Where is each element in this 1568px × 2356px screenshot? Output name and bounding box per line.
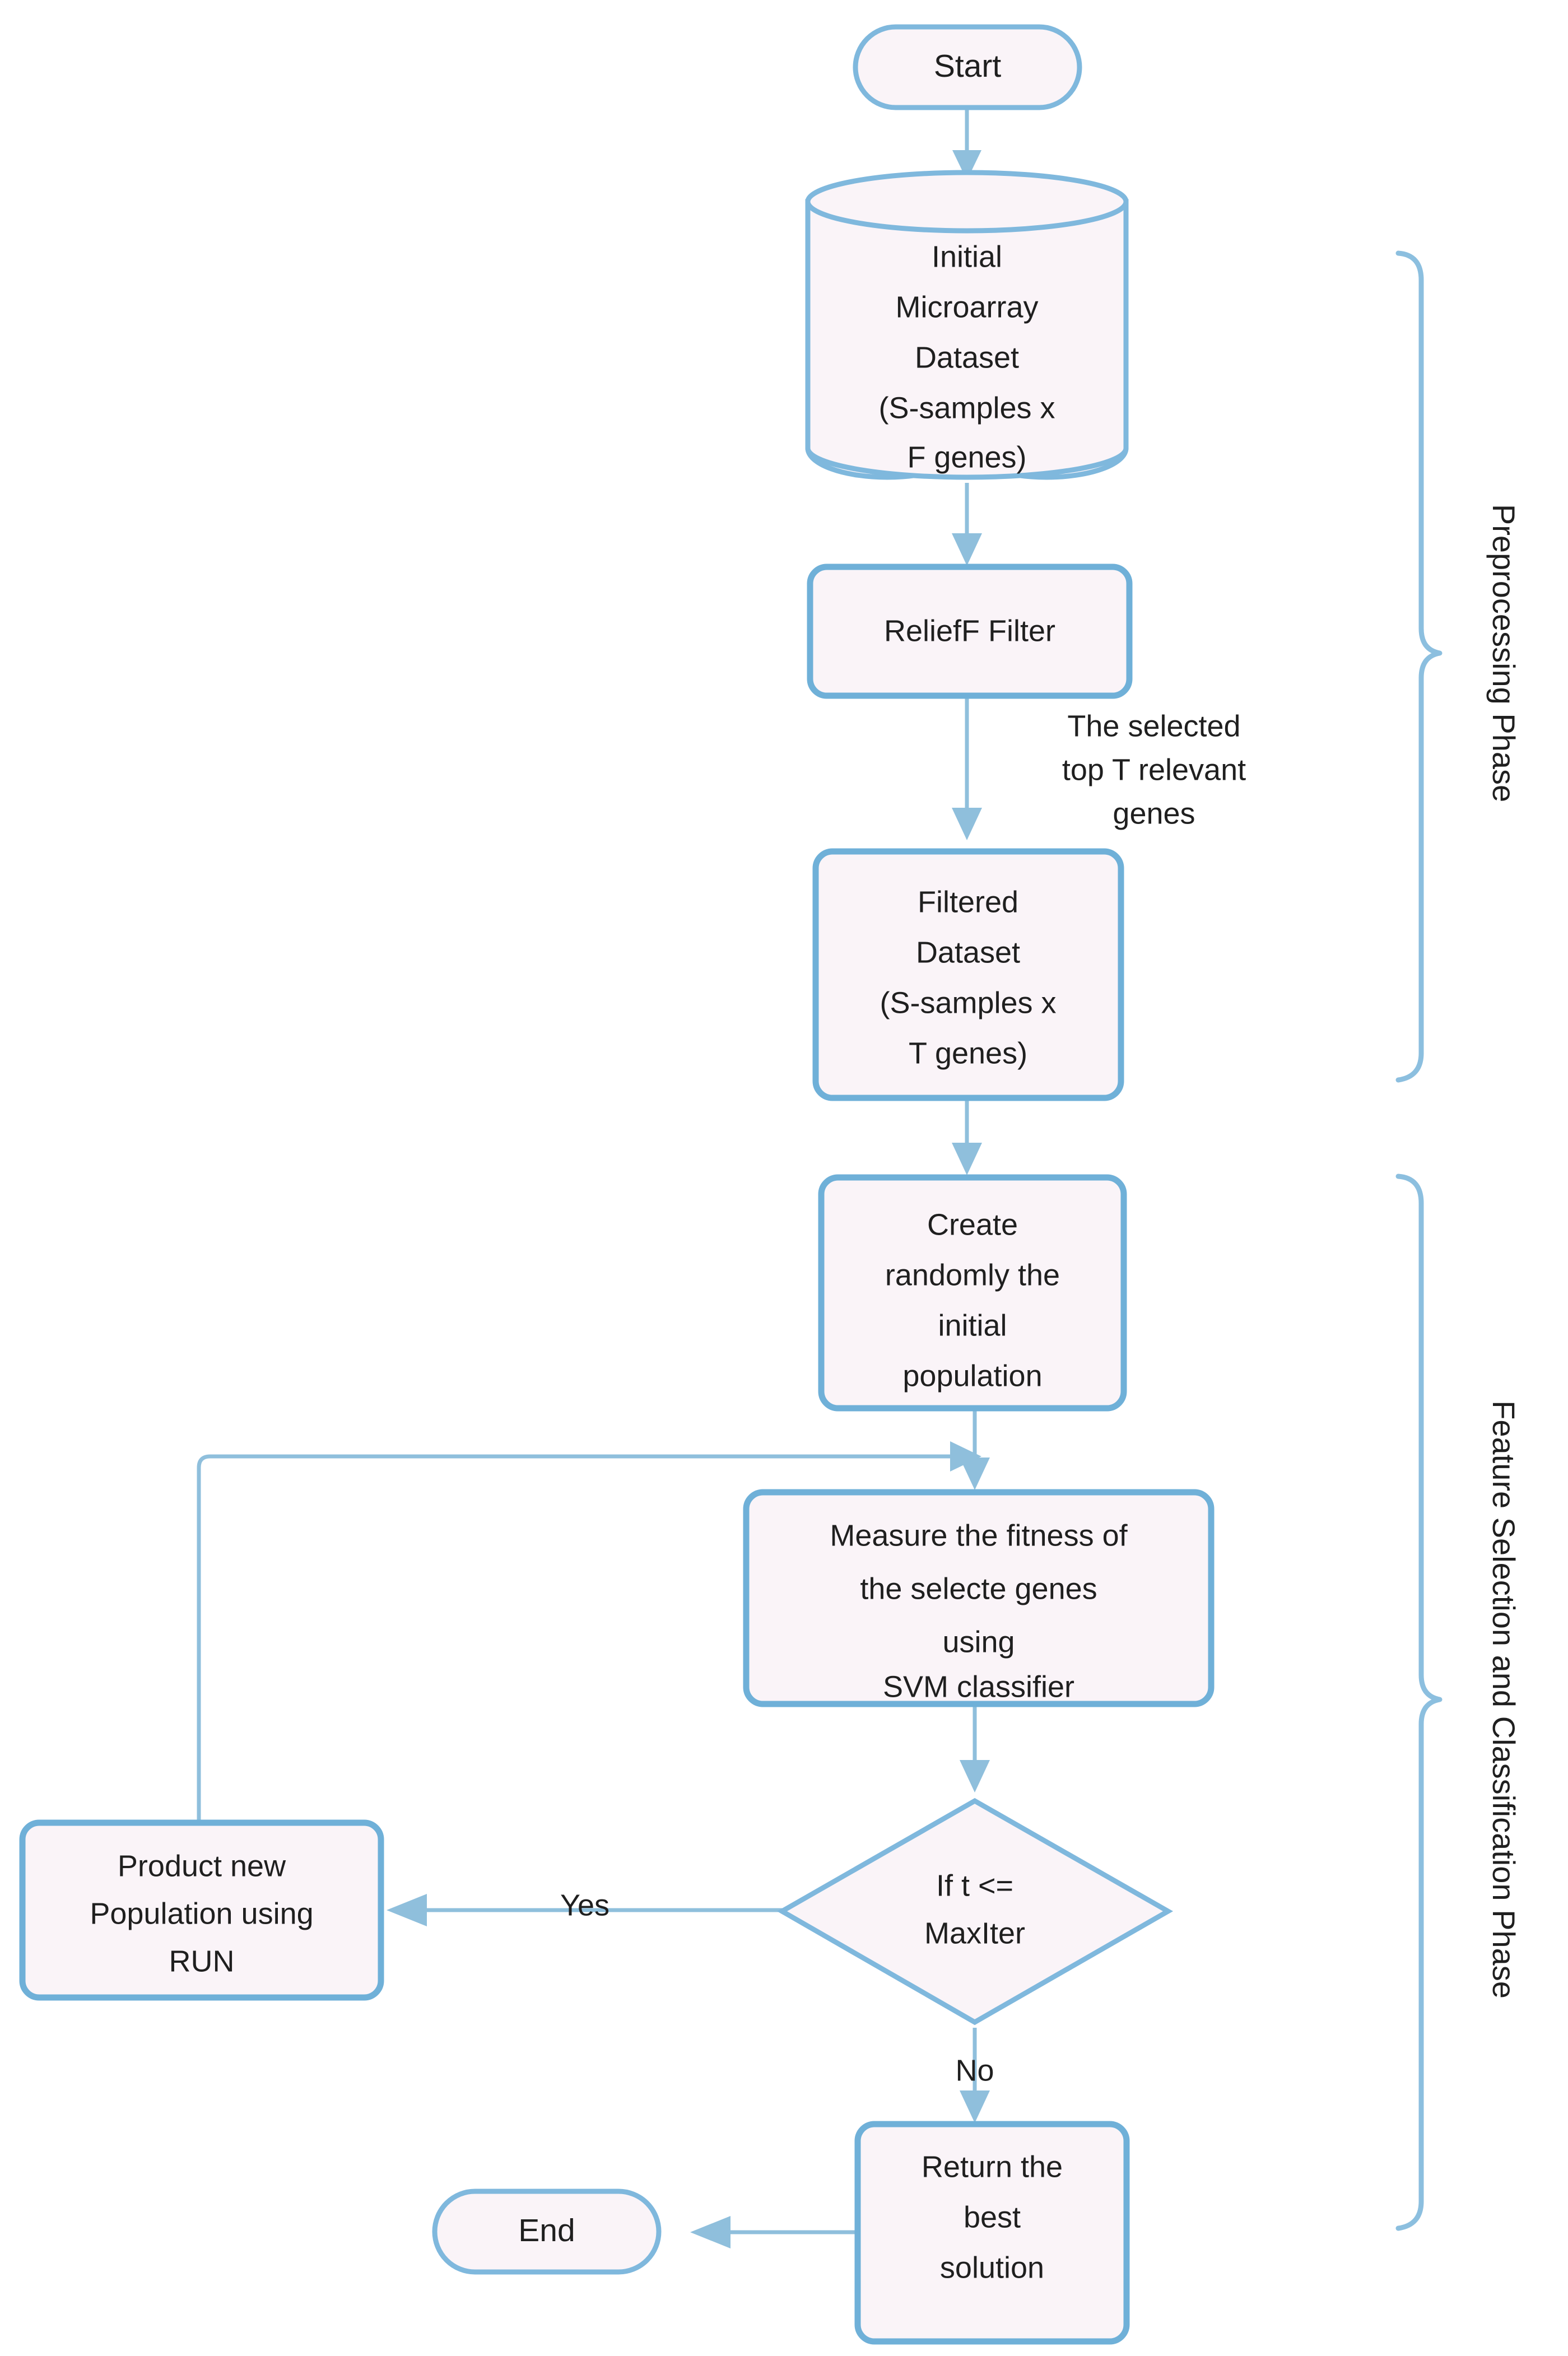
product-population-line-1: Product new [118, 1849, 286, 1883]
filtered-dataset-line-4: T genes) [909, 1036, 1027, 1070]
edge-return-to-end [690, 2216, 857, 2248]
node-filtered-dataset[interactable]: Filtered Dataset (S-samples x T genes) [812, 848, 1124, 1101]
product-population-line-2: Population using [90, 1897, 313, 1930]
edge-product-feedback-loop [197, 1441, 981, 1868]
node-initial-dataset[interactable]: Initial Microarray Dataset (S-samples x … [805, 170, 1129, 480]
initial-dataset-line-5: F genes) [907, 440, 1026, 474]
node-return-best[interactable]: Return the best solution [854, 2121, 1130, 2345]
create-population-line-1: Create [927, 1208, 1018, 1241]
node-decision-maxiter[interactable]: If t <= MaxIter [776, 1798, 1174, 2026]
measure-fitness-line-3: using [942, 1625, 1015, 1659]
edge-start-to-dataset [952, 108, 981, 180]
edge-filtered-to-create [952, 1097, 982, 1175]
node-create-population[interactable]: Create randomly the initial population [818, 1174, 1127, 1412]
edge-create-to-measure [960, 1406, 990, 1490]
node-relieff-filter[interactable]: ReliefF Filter [807, 564, 1133, 699]
node-measure-fitness[interactable]: Measure the fitness of the selecte genes… [743, 1489, 1215, 1707]
node-end[interactable]: End [432, 2189, 662, 2275]
edge-label-no: No [955, 2054, 994, 2087]
create-population-line-3: initial [938, 1309, 1007, 1342]
edge-relieff-to-filtered [952, 693, 982, 840]
initial-dataset-cylinder-side [805, 202, 1129, 480]
edges-layer: Product new Population (leftwards) --> R… [197, 108, 990, 2248]
initial-dataset-line-3: Dataset [915, 341, 1019, 374]
decision-maxiter-shape[interactable] [776, 1798, 1174, 2026]
feature-selection-brace-icon [1395, 1174, 1443, 2231]
edge-label-yes: Yes [560, 1888, 609, 1922]
create-population-line-4: population [902, 1359, 1042, 1393]
edge-decision-yes-to-product [387, 1894, 802, 1926]
edge-dataset-to-relieff [952, 483, 982, 566]
initial-dataset-line-4: (S-samples x [878, 391, 1055, 425]
edge-label-line-3: genes [1113, 797, 1195, 830]
measure-fitness-line-4: SVM classifier [883, 1670, 1074, 1703]
start-shape[interactable] [853, 24, 1082, 110]
return-best-line-3: solution [940, 2251, 1044, 2284]
preprocessing-brace-icon [1395, 250, 1443, 1083]
preprocessing-phase-label: Preprocessing Phase [1486, 504, 1522, 802]
feature-selection-phase-label: Feature Selection and Classification Pha… [1486, 1400, 1522, 1999]
end-shape[interactable] [432, 2189, 662, 2275]
phase-preprocessing: Preprocessing Phase [1395, 250, 1522, 1083]
relieff-filter-label: ReliefF Filter [884, 614, 1055, 648]
decision-maxiter-line-1: If t <= [936, 1869, 1013, 1902]
product-population-shape[interactable] [19, 1819, 384, 2001]
return-best-line-1: Return the [922, 2150, 1063, 2183]
initial-dataset-line-1: Initial [932, 240, 1002, 273]
filtered-dataset-line-2: Dataset [916, 935, 1020, 969]
edge-label-relieff-to-filtered: The selected top T relevant genes [1062, 709, 1246, 830]
initial-dataset-cylinder-top [805, 170, 1129, 234]
create-population-line-2: randomly the [885, 1258, 1060, 1292]
measure-fitness-line-2: the selecte genes [860, 1572, 1097, 1605]
edge-labels-layer: The selected top T relevant genes Yes No [560, 709, 1246, 2087]
node-start[interactable]: Start [853, 24, 1082, 110]
edge-measure-to-decision [960, 1703, 990, 1792]
filtered-dataset-line-3: (S-samples x [880, 986, 1056, 1019]
filtered-dataset-shape[interactable] [812, 848, 1124, 1101]
node-product-population[interactable]: Product new Population using RUN [19, 1819, 384, 2001]
return-best-line-2: best [964, 2200, 1021, 2234]
end-label: End [518, 2213, 575, 2248]
measure-fitness-shape[interactable] [743, 1489, 1215, 1707]
start-label: Start [934, 48, 1002, 84]
edge-decision-no-to-return [960, 2028, 990, 2123]
initial-dataset-line-2: Microarray [895, 290, 1038, 324]
measure-fitness-line-1: Measure the fitness of [830, 1519, 1128, 1552]
return-best-shape[interactable] [854, 2121, 1130, 2345]
edge-label-line-1: The selected [1067, 709, 1240, 743]
product-population-line-3: RUN [169, 1944, 235, 1978]
decision-maxiter-line-2: MaxIter [924, 1916, 1025, 1950]
filtered-dataset-line-1: Filtered [918, 885, 1018, 919]
phase-feature-selection: Feature Selection and Classification Pha… [1395, 1174, 1522, 2231]
create-population-shape[interactable] [818, 1174, 1127, 1412]
edge-label-line-2: top T relevant [1062, 753, 1246, 786]
relieff-filter-shape[interactable] [807, 564, 1133, 699]
